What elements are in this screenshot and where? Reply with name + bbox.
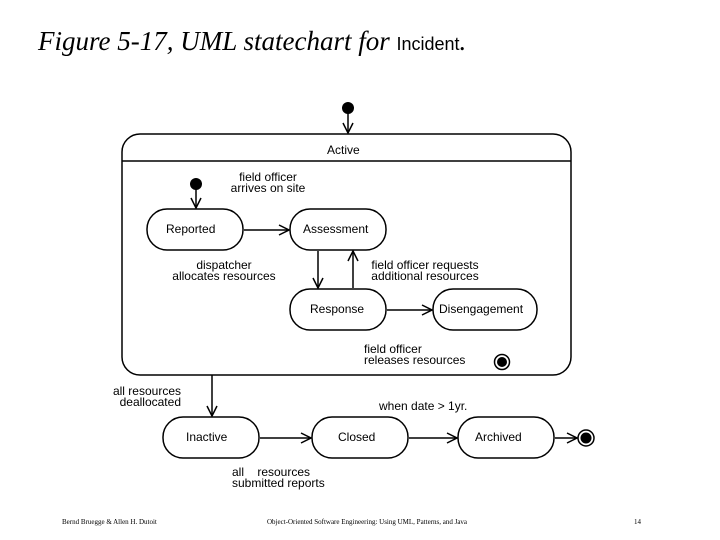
transition-label-all-resources-submitted: all resources submitted reports [232,465,325,490]
state-closed-label: Closed [338,430,376,444]
state-reported-label: Reported [166,222,216,236]
title-object-name: Incident [396,34,460,54]
state-archived-box [457,416,555,459]
state-disengagement-label: Disengagement [439,302,524,316]
state-inactive-label: Inactive [186,430,228,444]
transition-label-field-officer-releases: field officer releases resources [364,342,466,367]
state-response-label: Response [310,302,365,316]
initial-state-top [342,102,354,114]
state-closed-box [311,416,409,459]
transition-label-when-date: when date > 1yr. [379,399,468,413]
state-archived-label: Archived [475,430,522,444]
active-superstate-box [121,133,572,376]
final-state-active [497,357,507,367]
state-inactive-box [162,416,260,459]
title-period: . [459,26,467,56]
superstate-active-label: Active [327,143,360,157]
slide-title: Figure 5-17, UML statechart for Incident… [38,26,466,57]
footer-authors: Bernd Bruegge & Allen H. Dutoit [62,518,157,526]
initial-state-active [190,178,202,190]
title-text: Figure 5-17, UML statechart for [38,26,397,56]
transition-label-field-officer-arrives: field officer arrives on site [230,170,306,195]
state-reported-box [146,208,244,251]
state-response-box [289,288,387,331]
transition-label-all-resources-deallocated: all resources deallocated [112,384,181,409]
state-disengagement-box [432,288,538,331]
state-assessment-box [289,208,387,251]
transition-label-dispatcher-allocates: dispatcher allocates resources [172,258,276,283]
state-assessment-label: Assessment [303,222,369,236]
footer-book-title: Object-Oriented Software Engineering: Us… [267,518,468,526]
footer-page-number: 14 [634,518,641,526]
final-state-outer [580,432,592,444]
transition-label-field-officer-requests: field officer requests additional resour… [371,258,479,283]
